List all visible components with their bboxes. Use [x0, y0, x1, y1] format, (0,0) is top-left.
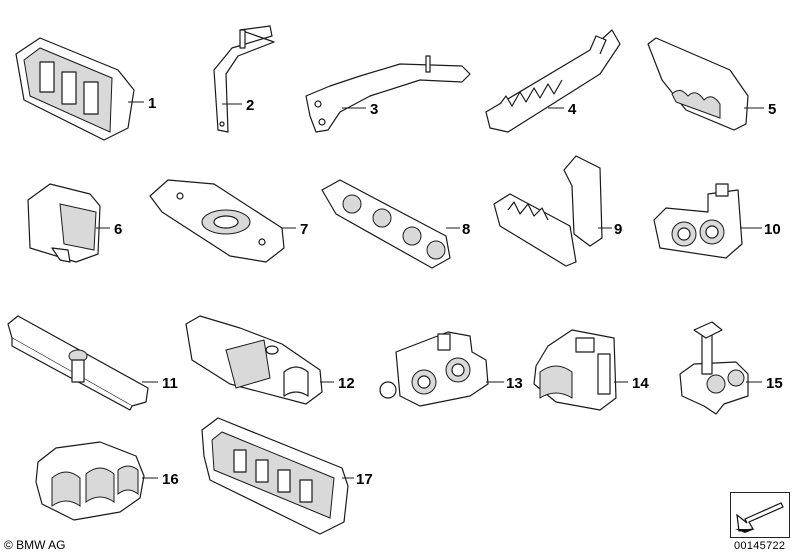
part-7-grommet-plate: [149, 179, 296, 263]
part-16-cable-clip: [35, 441, 158, 521]
callout-13: 13: [506, 375, 523, 392]
callout-9: 9: [614, 221, 622, 238]
callout-8: 8: [462, 221, 470, 238]
callout-11: 11: [162, 375, 178, 392]
callout-3: 3: [370, 101, 378, 118]
direction-arrow-icon: [730, 492, 790, 538]
part-1-cable-holder: [15, 37, 144, 141]
callout-1: 1: [148, 95, 156, 112]
callout-15: 15: [766, 375, 783, 392]
callout-4: 4: [568, 101, 577, 118]
callout-2: 2: [246, 97, 254, 114]
part-13-pin-clip: [379, 331, 504, 407]
part-5-cover-cap: [647, 37, 764, 131]
diagram-number: 00145722: [734, 540, 786, 552]
callout-7: 7: [300, 221, 308, 238]
part-6-connector-holder: [27, 183, 110, 263]
part-11-bracket: [7, 315, 158, 411]
callout-10: 10: [764, 221, 781, 238]
callout-6: 6: [114, 221, 122, 238]
arrow-icon: [735, 502, 784, 533]
callout-5: 5: [768, 101, 776, 118]
callout-12: 12: [338, 375, 355, 392]
part-3-bracket: [305, 55, 471, 133]
callout-17: 17: [356, 471, 373, 488]
part-2-bracket: [213, 25, 275, 133]
part-17-cable-holder: [201, 417, 354, 535]
part-14-clip: [533, 329, 628, 411]
callout-16: 16: [162, 471, 179, 488]
copyright-text: © BMW AG: [4, 538, 66, 552]
part-9-cable-holder: [493, 155, 612, 267]
part-8-cable-holder: [321, 179, 460, 269]
callout-14: 14: [632, 375, 649, 392]
part-12-double-clip: [185, 315, 334, 405]
part-4-cable-holder: [485, 29, 621, 133]
part-10-double-clip: [653, 183, 762, 259]
part-15-clip: [679, 321, 762, 415]
